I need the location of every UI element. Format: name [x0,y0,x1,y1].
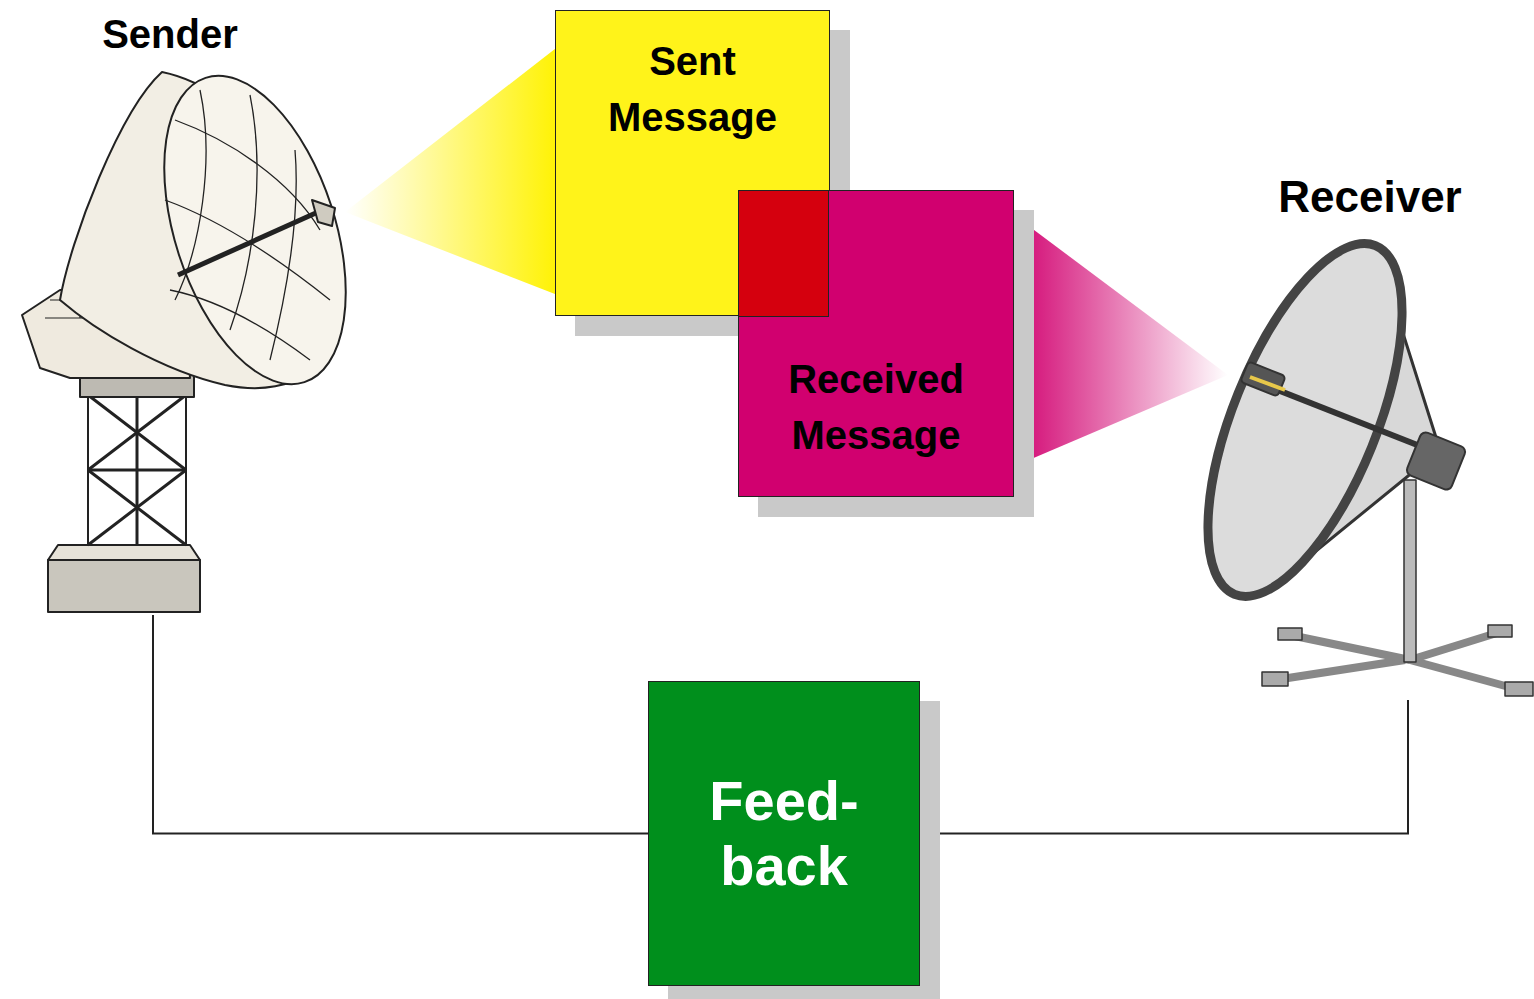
sender-antenna-part [129,53,380,407]
receiver-antenna-part-part [1275,660,1405,680]
receiver-antenna-part [1404,480,1416,662]
sender-antenna-part [88,395,186,545]
receiver-antenna-part [1265,385,1430,450]
received-beam [1010,212,1228,468]
antenna-label: Sender [10,10,330,58]
receiver-antenna-part [1488,625,1512,637]
sender-antenna-part-part [230,95,257,330]
feedback-line [920,700,1408,834]
sender-antenna-part [165,90,330,360]
receiver-antenna-part [1240,361,1285,396]
box-text: Feed- back [684,769,884,898]
receiver-antenna-part [1275,632,1520,690]
sent-beam [345,45,560,296]
sender-antenna-part-part [170,290,310,360]
box-text: Sent Message [566,33,819,145]
receiver-antenna-part [1405,431,1467,492]
overlap-patch [739,191,829,317]
antenna-label: Receiver [1210,171,1530,224]
sender-label: Sender [10,0,330,615]
receiver-antenna-part [1278,628,1302,640]
message-box: Received Message [738,190,1014,497]
receiver-antenna [1168,219,1533,696]
receiver-antenna-part [1250,377,1285,390]
receiver-antenna-part-part [1410,660,1520,690]
sender-antenna-part [178,212,318,275]
receiver-antenna-part-part [1290,635,1410,660]
receiver-antenna-part [1168,219,1442,622]
feedback-box: Feed- back [648,681,920,986]
sender-antenna-part-part [270,150,296,360]
box-text: Received Message [749,351,1003,463]
receiver-antenna-part-part [1410,632,1500,660]
sender-antenna-part-part [165,200,330,300]
sender-antenna-part-part [88,469,186,472]
sender-antenna [22,53,381,612]
receiver-label: Receiver [1210,165,1530,700]
feedback-line [153,615,648,834]
sender-antenna-part [312,200,335,226]
sender-antenna-part [88,395,186,545]
receiver-antenna-part [1262,672,1288,686]
sender-antenna-part [48,560,200,612]
receiver-antenna-part [1505,682,1533,696]
sender-antenna-part [48,545,200,560]
